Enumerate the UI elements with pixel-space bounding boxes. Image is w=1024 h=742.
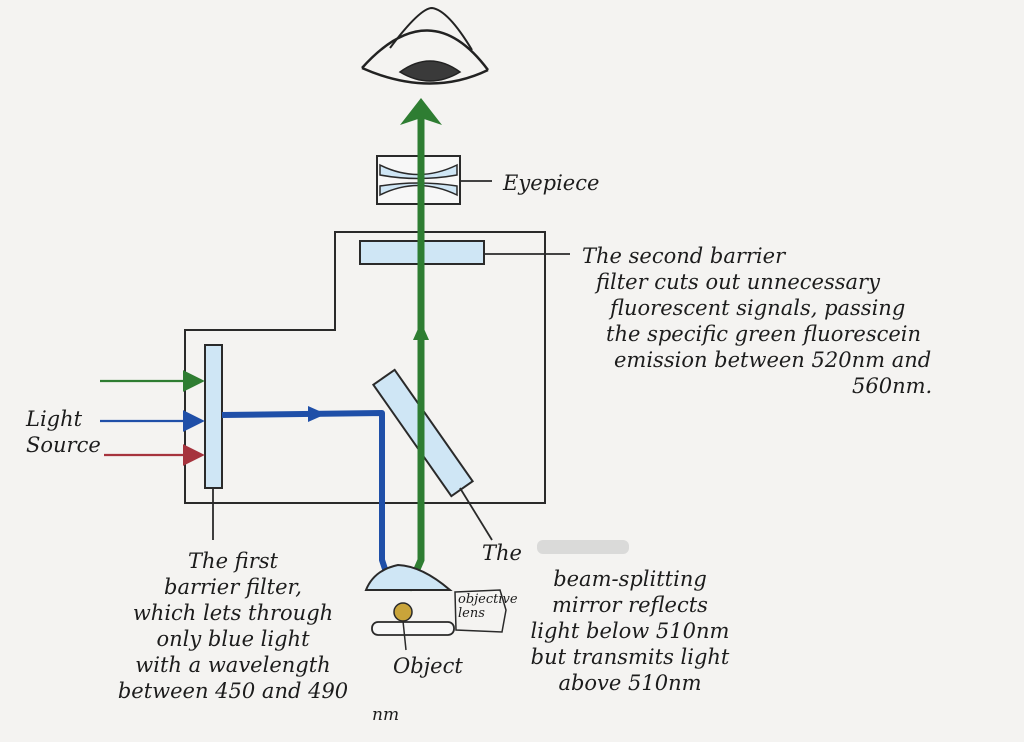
- mirror-line-4: light below 510nm: [530, 619, 730, 643]
- first-filter-line-2: barrier filter,: [164, 575, 302, 599]
- objective-lens-line-2: lens: [458, 606, 485, 621]
- objective-lens-label-box: [454, 589, 507, 633]
- light-source-label: Light Source: [26, 406, 101, 458]
- green-beam-arrowhead: [400, 98, 442, 125]
- objective-lens-label: objective lens: [458, 593, 518, 621]
- blue-beam-direction-arrow: [308, 406, 326, 422]
- mirror-line-6: above 510nm: [558, 671, 702, 695]
- objective-lens-line-1: objective: [458, 592, 518, 607]
- first-filter-line-1: The first: [188, 549, 278, 573]
- mirror-line-2: beam-splitting: [553, 567, 707, 591]
- first-filter-description: The first barrier filter, which lets thr…: [108, 548, 358, 704]
- mirror-line-1: The: [482, 541, 522, 565]
- light-source-line-1: Light: [26, 407, 83, 431]
- objective-lens: [364, 563, 453, 591]
- object-label: Object: [393, 654, 463, 678]
- eye-icon: [361, 6, 490, 85]
- second-filter-line-5: emission between 520nm and: [614, 348, 932, 372]
- eyepiece-label: Eyepiece: [503, 171, 600, 195]
- mirror-line-5: but transmits light: [530, 645, 730, 669]
- erased-smudge: [537, 540, 629, 554]
- first-filter-line-3: which lets through: [132, 601, 334, 625]
- green-beam-direction-arrow: [413, 322, 429, 340]
- mirror-description: The beam-splitting mirror reflects light…: [480, 540, 780, 696]
- first-barrier-filter: [204, 344, 223, 489]
- light-source-line-2: Source: [26, 433, 101, 457]
- first-filter-line-5: with a wavelength: [135, 653, 331, 677]
- first-filter-line-4: only blue light: [156, 627, 310, 651]
- first-filter-nm: nm: [372, 705, 400, 725]
- second-filter-line-4: the specific green fluorescein: [606, 322, 922, 346]
- second-filter-line-1: The second barrier: [582, 244, 786, 268]
- second-filter-line-6: 560nm.: [852, 374, 933, 398]
- object-slide: [371, 621, 455, 636]
- second-filter-line-3: fluorescent signals, passing: [610, 296, 906, 320]
- first-filter-line-6: between 450 and 490: [117, 679, 349, 703]
- second-filter-line-2: filter cuts out unnecessary: [596, 270, 880, 294]
- object-specimen: [393, 602, 413, 622]
- object-pointer: [402, 620, 407, 651]
- microscope-body: [184, 231, 546, 504]
- mirror-pointer: [459, 487, 493, 541]
- second-filter-description: The second barrier filter cuts out unnec…: [582, 243, 932, 399]
- mirror-line-3: mirror reflects: [552, 593, 708, 617]
